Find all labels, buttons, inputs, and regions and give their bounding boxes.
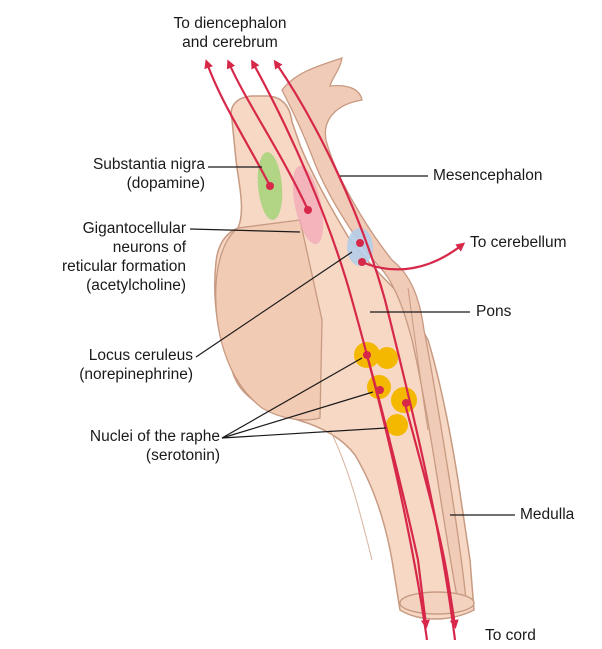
label-substantia-nigra: Substantia nigra (dopamine) bbox=[0, 155, 205, 193]
raphe-nucleus bbox=[376, 347, 398, 369]
label-raphe: Nuclei of the raphe (serotonin) bbox=[0, 427, 220, 465]
label-gigantocellular: Gigantocellular neurons of reticular for… bbox=[0, 219, 186, 295]
label-medulla: Medulla bbox=[520, 505, 574, 524]
label-to-diencephalon: To diencephalon and cerebrum bbox=[150, 14, 310, 52]
label-pons: Pons bbox=[476, 302, 511, 321]
label-mesencephalon: Mesencephalon bbox=[433, 166, 542, 185]
cord-section bbox=[400, 592, 474, 614]
label-to-cord: To cord bbox=[485, 626, 536, 645]
label-locus-ceruleus: Locus ceruleus (norepinephrine) bbox=[0, 346, 193, 384]
label-to-cerebellum: To cerebellum bbox=[470, 233, 567, 252]
raphe-nucleus bbox=[386, 414, 408, 436]
